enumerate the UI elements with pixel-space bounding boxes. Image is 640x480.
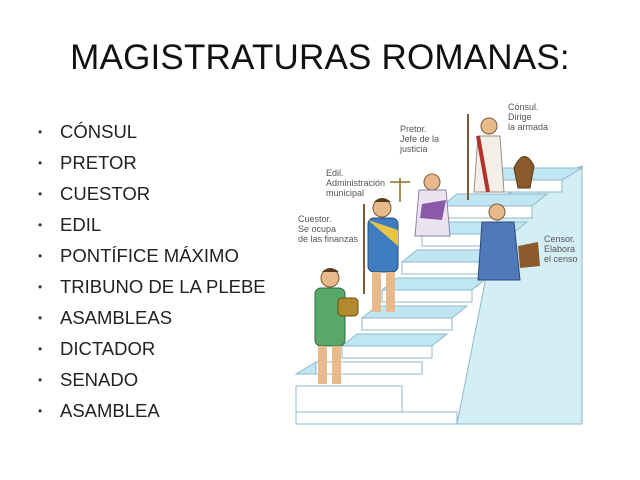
list-item: • TRIBUNO DE LA PLEBE (38, 271, 266, 302)
bullet-icon: • (38, 403, 43, 418)
staircase-illustration: Cuestor. Se ocupa de las finanzas Edil. … (282, 96, 627, 426)
list-item-label: DICTADOR (60, 337, 156, 359)
bullet-list: • CÓNSUL • PRETOR • CUESTOR • EDIL • PONTÍFIC… (38, 116, 266, 426)
bullet-icon: • (38, 124, 43, 139)
bullet-icon: • (38, 341, 43, 356)
censor-caption: Censor. Elabora el censo (544, 234, 578, 264)
list-item: • EDIL (38, 209, 266, 240)
cuestor-caption: Cuestor. Se ocupa de las finanzas (298, 214, 359, 244)
bullet-icon: • (38, 248, 43, 263)
bullet-icon: • (38, 279, 43, 294)
list-item: • CÓNSUL (38, 116, 266, 147)
staircase-drawing (294, 114, 584, 425)
list-item-label: PONTÍFICE MÁXIMO (60, 244, 239, 266)
staircase-base (295, 411, 458, 425)
pretor-caption: Pretor. Jefe de la justicia (400, 124, 440, 154)
list-item: • SENADO (38, 364, 266, 395)
list-item: • ASAMBLEAS (38, 302, 266, 333)
consul-figure (467, 114, 535, 200)
pretor-figure (390, 173, 451, 237)
list-item-label: CÓNSUL (60, 120, 138, 142)
list-item: • PONTÍFICE MÁXIMO (38, 240, 266, 271)
list-item: • CUESTOR (38, 178, 266, 209)
list-item-label: ASAMBLEA (60, 399, 160, 421)
list-item-label: EDIL (60, 213, 102, 235)
bullet-icon: • (38, 155, 43, 170)
edil-figure (363, 198, 399, 312)
bullet-icon: • (38, 310, 43, 325)
list-item-label: CUESTOR (60, 182, 151, 204)
bullet-icon: • (38, 217, 43, 232)
staircase-steps (294, 167, 584, 413)
edil-caption: Edil. Administración municipal (326, 168, 386, 198)
list-item-label: TRIBUNO DE LA PLEBE (60, 275, 266, 297)
bullet-icon: • (38, 372, 43, 387)
list-item-label: SENADO (60, 368, 139, 390)
bullet-icon: • (38, 186, 43, 201)
list-item: • DICTADOR (38, 333, 266, 364)
list-item: • PRETOR (38, 147, 266, 178)
censor-figure (477, 203, 540, 281)
list-item-label: PRETOR (60, 151, 137, 173)
list-item-label: ASAMBLEAS (60, 306, 173, 328)
cuestor-figure (314, 268, 359, 384)
slide-title: MAGISTRATURAS ROMANAS: (70, 38, 570, 77)
list-item: • ASAMBLEA (38, 395, 266, 426)
consul-caption: Cónsul. Dirige la armada (508, 102, 549, 132)
